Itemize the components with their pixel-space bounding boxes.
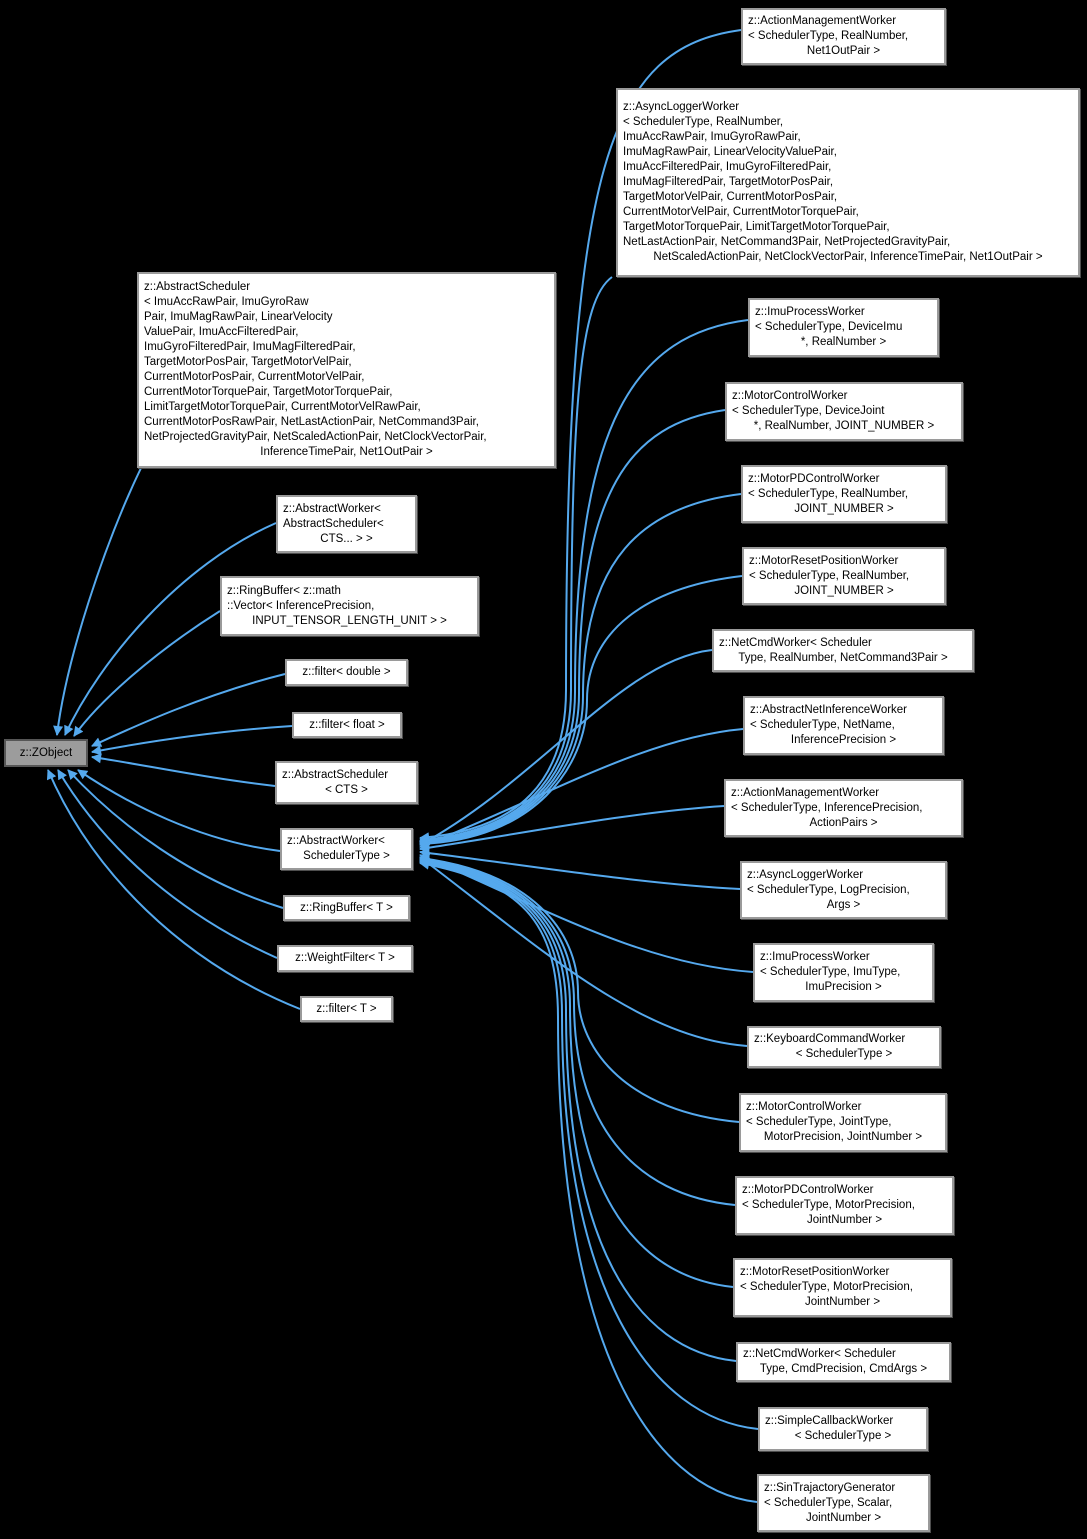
node-abstractscheduler-full[interactable]: z::AbstractScheduler< ImuAccRawPair, Imu… [137, 272, 556, 468]
node-imuprocessworker-deviceimu[interactable]: z::ImuProcessWorker< SchedulerType, Devi… [748, 298, 939, 357]
edge-keyboardcommandworker-to-abstractworker [419, 856, 748, 1047]
edge-sintrajactorygenerator-to-abstractworker [419, 859, 758, 1503]
edge-motorcontrolworker-devicejoint-to-abstractworker [419, 409, 726, 847]
node-filter-float[interactable]: z::filter< float > [292, 712, 402, 738]
edge-motorresetpositionworker-motorprecision-to-abstractworker [419, 856, 734, 1288]
node-abstractnetinferenceworker[interactable]: z::AbstractNetInferenceWorker< Scheduler… [743, 696, 944, 755]
node-motorresetpositionworker-realnumber[interactable]: z::MotorResetPositionWorker< SchedulerTy… [742, 547, 946, 605]
node-abstractworker-schedulertype[interactable]: z::AbstractWorker<SchedulerType > [280, 828, 413, 870]
edge-abstractscheduler-cts-to-zobject [91, 753, 276, 787]
node-z-zobject: z::ZObject [4, 739, 88, 767]
node-actionmanagementworker-net1outpair[interactable]: z::ActionManagementWorker< SchedulerType… [741, 8, 946, 65]
edge-filter-t-to-zobject [46, 769, 301, 1010]
edge-abstractworker-cts-to-zobject [64, 522, 277, 736]
node-keyboardcommandworker[interactable]: z::KeyboardCommandWorker< SchedulerType … [747, 1026, 941, 1068]
edge-motorcontrolworker-jointtype-to-abstractworker [419, 854, 740, 1123]
edge-asyncloggerworker-full-to-abstractworker [419, 276, 613, 845]
edge-motorresetpositionworker-realnumber-to-abstractworker [419, 575, 743, 849]
edge-motorpdcontrolworker-motorprecision-to-abstractworker [419, 855, 736, 1206]
node-motorresetpositionworker-motorprecision[interactable]: z::MotorResetPositionWorker< SchedulerTy… [733, 1258, 952, 1317]
node-motorcontrolworker-devicejoint[interactable]: z::MotorControlWorker< SchedulerType, De… [725, 382, 963, 441]
edge-weightfilter-t-to-zobject [57, 769, 278, 959]
edge-netcmdworker-cmdargs-to-abstractworker [419, 857, 737, 1362]
node-abstractscheduler-cts[interactable]: z::AbstractScheduler< CTS > [275, 761, 418, 804]
node-simplecallbackworker[interactable]: z::SimpleCallbackWorker< SchedulerType > [758, 1407, 928, 1451]
node-motorcontrolworker-jointtype[interactable]: z::MotorControlWorker< SchedulerType, Jo… [739, 1093, 947, 1152]
edge-filter-double-to-zobject [91, 673, 286, 747]
node-filter-double[interactable]: z::filter< double > [285, 659, 408, 686]
node-ringbuffer-t[interactable]: z::RingBuffer< T > [283, 895, 410, 921]
edge-asyncloggerworker-args-to-abstractworker [419, 848, 741, 890]
edge-simplecallbackworker-to-abstractworker [419, 858, 759, 1430]
edge-ringbuffer-t-to-zobject [67, 769, 284, 909]
edge-actionmanagementworker-actionpairs-to-abstractworker [419, 805, 725, 853]
node-weightfilter-t[interactable]: z::WeightFilter< T > [277, 945, 413, 972]
edge-abstractworker-schedulertype-to-zobject [77, 769, 281, 852]
node-sintrajactorygenerator[interactable]: z::SinTrajactoryGenerator< SchedulerType… [757, 1474, 930, 1532]
node-motorpdcontrolworker-realnumber[interactable]: z::MotorPDControlWorker< SchedulerType, … [741, 465, 947, 523]
node-actionmanagementworker-actionpairs[interactable]: z::ActionManagementWorker< SchedulerType… [724, 779, 963, 837]
node-filter-t[interactable]: z::filter< T > [300, 996, 393, 1022]
node-ringbuffer-math-vector[interactable]: z::RingBuffer< z::math::Vector< Inferenc… [220, 576, 479, 636]
edge-abstractscheduler-full-to-zobject [53, 467, 142, 736]
node-motorpdcontrolworker-motorprecision[interactable]: z::MotorPDControlWorker< SchedulerType, … [735, 1176, 954, 1235]
edge-netcmdworker-netcommand3pair-to-abstractworker [419, 649, 713, 846]
edge-ringbuffer-vector-to-zobject [73, 610, 221, 737]
node-imuprocessworker-imutype[interactable]: z::ImuProcessWorker< SchedulerType, ImuT… [753, 943, 934, 1002]
edge-imuprocessworker-deviceimu-to-abstractworker [419, 319, 749, 846]
edge-motorpdcontrolworker-realnumber-to-abstractworker [419, 493, 742, 848]
edge-abstractnetinferenceworker-to-abstractworker [419, 728, 744, 849]
node-abstractworker-abstractscheduler-cts[interactable]: z::AbstractWorker<AbstractScheduler<CTS.… [276, 495, 417, 553]
edge-filter-float-to-zobject [91, 725, 293, 756]
node-asyncloggerworker-args[interactable]: z::AsyncLoggerWorker< SchedulerType, Log… [740, 861, 947, 919]
node-asyncloggerworker-full[interactable]: z::AsyncLoggerWorker< SchedulerType, Rea… [616, 88, 1080, 277]
